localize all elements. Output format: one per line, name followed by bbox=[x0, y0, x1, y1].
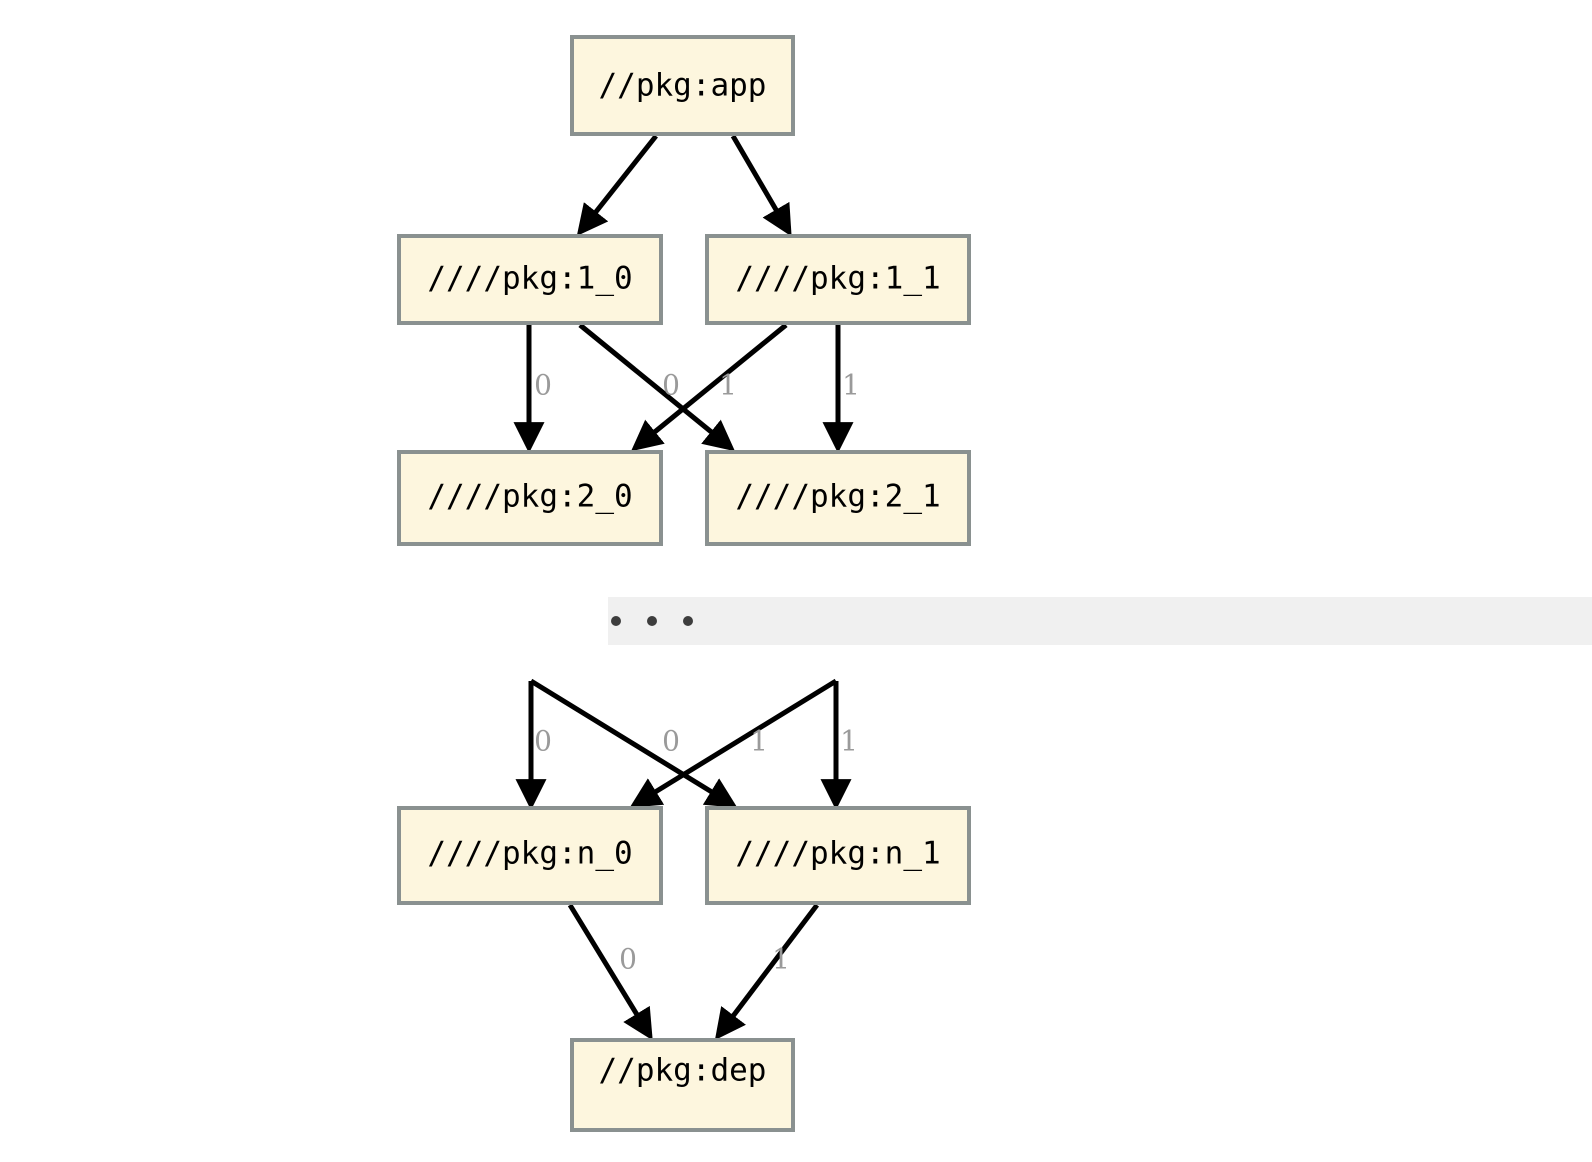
node-label: //pkg:app bbox=[599, 68, 767, 104]
edge-label: 0 bbox=[619, 943, 637, 976]
node-rect[interactable] bbox=[397, 806, 663, 905]
node-rect[interactable] bbox=[570, 1038, 795, 1132]
edge-pkg-n-1-to-dep: 1 bbox=[714, 903, 819, 1041]
edge-label: 0 bbox=[662, 725, 680, 758]
node-pkg-2-0[interactable]: ////pkg:2_0 bbox=[397, 450, 663, 546]
edge-label: 1 bbox=[842, 369, 860, 402]
edge-dangling-cross-to-pkg-n-1: 1 bbox=[820, 681, 858, 811]
edge-line bbox=[714, 903, 819, 1041]
edge-label: 0 bbox=[534, 725, 552, 758]
node-label: ////pkg:1_0 bbox=[427, 261, 632, 297]
node-rect[interactable] bbox=[705, 450, 971, 546]
node-pkg-app[interactable]: //pkg:app bbox=[570, 35, 795, 136]
node-pkg-2-1[interactable]: ////pkg:2_1 bbox=[705, 450, 971, 546]
node-label: ////pkg:n_1 bbox=[735, 836, 940, 872]
edge-pkg-1-1-to-pkg-2-0: 1 bbox=[630, 323, 788, 452]
edge-line bbox=[529, 678, 738, 808]
node-rect[interactable] bbox=[397, 450, 663, 546]
edge-line bbox=[576, 134, 658, 237]
edge-label: 1 bbox=[772, 943, 790, 976]
edge-label: 1 bbox=[750, 725, 768, 758]
edge-pkg-n-0-to-dep: 0 bbox=[567, 903, 653, 1041]
edge-line bbox=[629, 678, 838, 808]
ellipsis-dot-3 bbox=[683, 616, 693, 626]
ellipsis-dot-2 bbox=[647, 616, 657, 626]
edge-label: 0 bbox=[534, 369, 552, 402]
edge-line bbox=[567, 903, 653, 1041]
node-pkg-1-1[interactable]: ////pkg:1_1 bbox=[705, 234, 971, 325]
node-label: ////pkg:2_0 bbox=[427, 479, 632, 515]
edge-line bbox=[578, 323, 736, 452]
edge-dangling-to-pkg-n-0: 0 bbox=[515, 681, 552, 811]
edge-label: 1 bbox=[840, 725, 858, 758]
node-pkg-n-1[interactable]: ////pkg:n_1 bbox=[705, 806, 971, 905]
node-label: //pkg:dep bbox=[599, 1053, 767, 1089]
node-label: ////pkg:1_1 bbox=[735, 261, 940, 297]
edge-dangling-cross-to-pkg-n-0: 1 bbox=[629, 678, 838, 808]
node-pkg-dep[interactable]: //pkg:dep bbox=[570, 1038, 795, 1132]
node-rect[interactable] bbox=[705, 234, 971, 325]
edge-line bbox=[730, 134, 792, 237]
ellipsis-separator bbox=[608, 597, 1592, 645]
node-label: ////pkg:2_1 bbox=[735, 479, 940, 515]
edge-app-to-pkg-1-0 bbox=[576, 134, 658, 237]
edge-dangling-to-pkg-n-1: 0 bbox=[529, 678, 738, 808]
edge-pkg-1-1-to-pkg-2-1: 1 bbox=[822, 325, 860, 454]
node-rect[interactable] bbox=[570, 35, 795, 136]
node-label: ////pkg:n_0 bbox=[427, 836, 632, 872]
edge-line bbox=[630, 323, 788, 452]
node-rect[interactable] bbox=[705, 806, 971, 905]
edge-app-to-pkg-1-1 bbox=[730, 134, 792, 237]
edge-pkg-1-0-to-pkg-2-1: 0 bbox=[578, 323, 736, 452]
node-rect[interactable] bbox=[397, 234, 663, 325]
ellipsis-band-rect bbox=[608, 597, 1592, 645]
edge-label: 1 bbox=[719, 369, 737, 402]
edge-pkg-1-0-to-pkg-2-0: 0 bbox=[513, 325, 552, 454]
edge-label: 0 bbox=[662, 369, 680, 402]
node-pkg-n-0[interactable]: ////pkg:n_0 bbox=[397, 806, 663, 905]
node-pkg-1-0[interactable]: ////pkg:1_0 bbox=[397, 234, 663, 325]
ellipsis-dot-1 bbox=[611, 616, 621, 626]
